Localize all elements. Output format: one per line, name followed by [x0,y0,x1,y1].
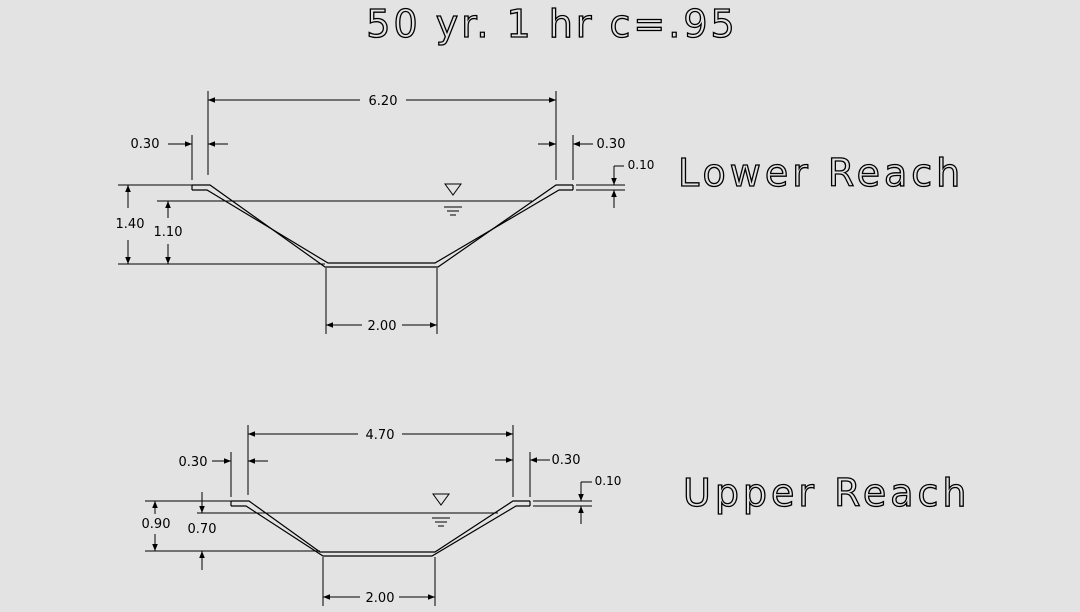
lower-water-level-icon [444,183,462,216]
upper-bottom-width-label: 2.00 [366,591,395,606]
upper-top-width-label: 4.70 [366,428,395,443]
lower-bottom-width-label: 2.00 [368,319,397,334]
lower-channel-outer [192,184,573,268]
lower-total-depth-label: 1.40 [116,217,145,232]
upper-right-offset-label: 0.30 [552,453,581,468]
upper-reach-section: 4.70 0.30 0.30 0.10 0.90 0.70 2.00 [142,425,970,606]
upper-water-level-icon [432,493,450,527]
lower-water-depth-label: 1.10 [154,225,183,240]
upper-reach-label: Upper Reach [683,471,970,515]
lower-freeboard-label: 0.10 [628,158,655,172]
lower-reach-section: 6.20 0.30 0.30 0.10 1.40 1.10 2.00 [116,91,964,334]
upper-channel-outer [231,500,530,553]
upper-left-offset-label: 0.30 [179,455,208,470]
upper-total-depth-label: 0.90 [142,517,171,532]
upper-water-depth-label: 0.70 [188,522,217,537]
lower-right-offset-label: 0.30 [597,137,626,152]
lower-reach-label: Lower Reach [678,151,964,195]
drawing-title: 50 yr. 1 hr c=.95 [366,2,737,46]
lower-left-offset-label: 0.30 [131,137,160,152]
lower-top-width-label: 6.20 [369,94,398,109]
upper-channel-inner [231,505,530,557]
lower-channel-inner [192,189,573,264]
upper-freeboard-label: 0.10 [595,474,622,488]
